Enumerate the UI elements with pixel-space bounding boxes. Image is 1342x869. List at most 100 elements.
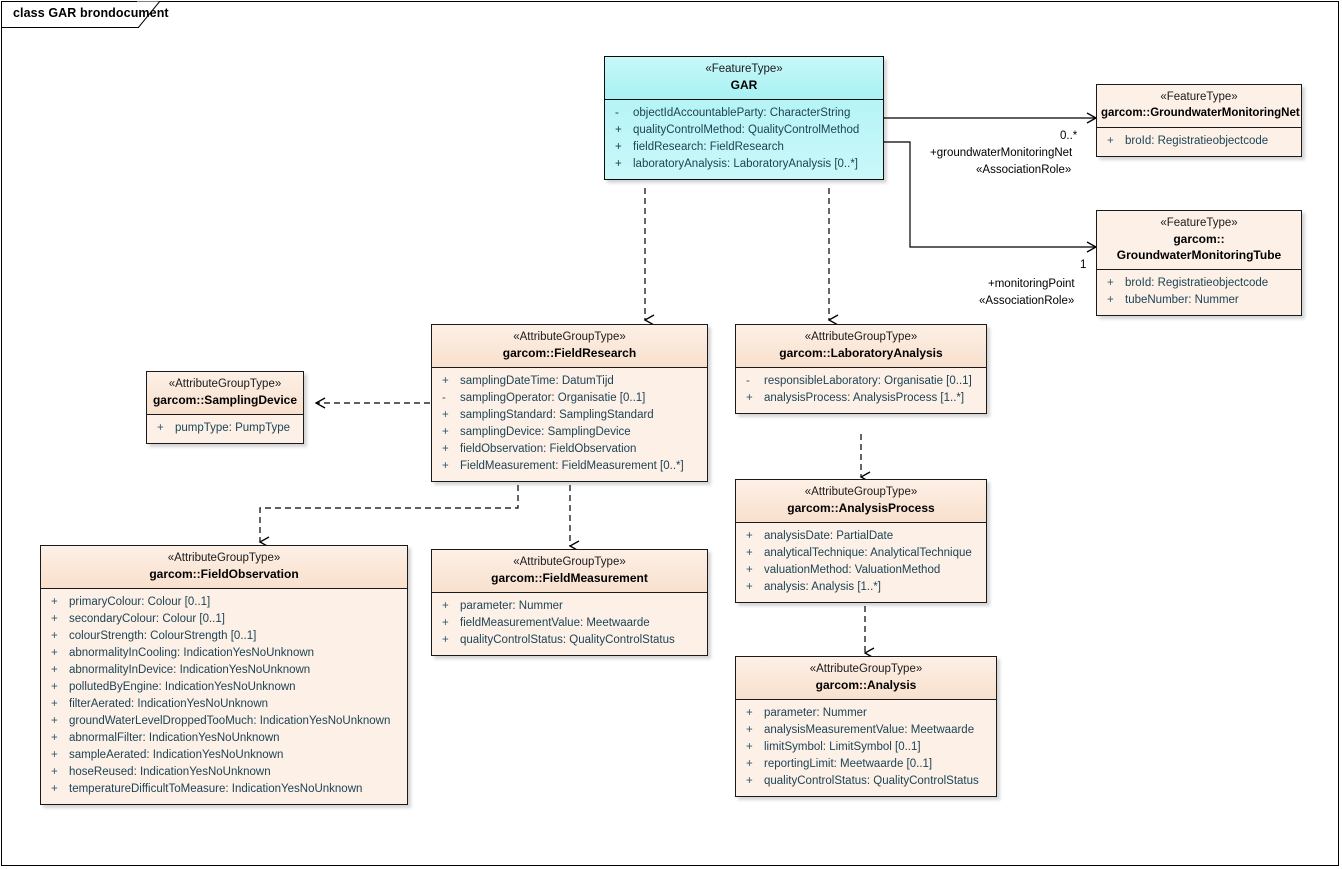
attribute-visibility: + (1107, 135, 1114, 147)
class-name: garcom::GroundwaterMonitoringNet (1101, 107, 1300, 119)
attribute-visibility: + (746, 530, 753, 542)
attribute-visibility: + (442, 375, 449, 387)
class-attributes-gar: - objectIdAccountableParty: CharacterStr… (605, 100, 883, 179)
diagram-title-tab: class GAR brondocument (1, 1, 169, 28)
attribute-row: + pumpType: PumpType (149, 420, 301, 437)
attribute-row: + laboratoryAnalysis: LaboratoryAnalysis… (607, 156, 881, 173)
class-box-fieldmeasurement[interactable]: «AttributeGroupType» garcom::FieldMeasur… (431, 549, 708, 656)
class-attributes-fieldmeasurement: + parameter: Nummer + fieldMeasurementVa… (432, 593, 707, 655)
class-stereotype: «AttributeGroupType» (167, 552, 281, 564)
class-attributes-fieldresearch: + samplingDateTime: DatumTijd - sampling… (432, 368, 707, 481)
attribute-visibility: + (51, 630, 58, 642)
class-header-fieldobservation: «AttributeGroupType» garcom::FieldObserv… (41, 546, 407, 589)
attribute-visibility: + (442, 634, 449, 646)
attribute-visibility: + (746, 724, 753, 736)
attribute-visibility: + (746, 775, 753, 787)
attribute-row: + analysisMeasurementValue: Meetwaarde (738, 722, 994, 739)
class-attributes-analysisprocess: + analysisDate: PartialDate + analytical… (736, 523, 986, 602)
attribute-row: + analyticalTechnique: AnalyticalTechniq… (738, 545, 984, 562)
attribute-row: + abnormalityInCooling: IndicationYesNoU… (43, 645, 405, 662)
class-box-groundwatermonitoringnet[interactable]: «FeatureType» garcom::GroundwaterMonitor… (1096, 84, 1302, 157)
attribute-row: + pollutedByEngine: IndicationYesNoUnkno… (43, 679, 405, 696)
attribute-visibility: + (51, 596, 58, 608)
attribute-signature: reportingLimit: Meetwaarde [0..1] (764, 758, 933, 770)
class-name: GAR (730, 78, 758, 92)
attribute-signature: limitSymbol: LimitSymbol [0..1] (764, 741, 921, 753)
class-stereotype: «AttributeGroupType» (513, 556, 626, 568)
class-header-fieldresearch: «AttributeGroupType» garcom::FieldResear… (432, 325, 707, 368)
attribute-signature: pumpType: PumpType (175, 422, 291, 434)
attribute-row: - responsibleLaboratory: Organisatie [0.… (738, 373, 984, 390)
attribute-row: + broId: Registratieobjectcode (1099, 133, 1299, 150)
class-box-groundwatermonitoringtube[interactable]: «FeatureType» garcom:: GroundwaterMonito… (1096, 210, 1302, 316)
attribute-visibility: + (746, 581, 753, 593)
class-box-fieldobservation[interactable]: «AttributeGroupType» garcom::FieldObserv… (40, 545, 408, 805)
class-header-gar: «FeatureType» GAR (605, 57, 883, 100)
attribute-row: + limitSymbol: LimitSymbol [0..1] (738, 739, 994, 756)
attribute-row: + colourStrength: ColourStrength [0..1] (43, 628, 405, 645)
attribute-visibility: + (51, 613, 58, 625)
class-name-line1: garcom:: (1173, 232, 1225, 246)
attribute-signature: secondaryColour: Colour [0..1] (69, 613, 225, 625)
attribute-row: + secondaryColour: Colour [0..1] (43, 611, 405, 628)
attribute-signature: groundWaterLevelDroppedTooMuch: Indicati… (69, 715, 391, 727)
attribute-visibility: + (746, 547, 753, 559)
class-header-analysis: «AttributeGroupType» garcom::Analysis (736, 657, 996, 700)
class-header-analysisprocess: «AttributeGroupType» garcom::AnalysisPro… (736, 480, 986, 523)
class-box-laboratoryanalysis[interactable]: «AttributeGroupType» garcom::LaboratoryA… (735, 324, 987, 414)
edge-role-gwmn: +groundwaterMonitoringNet (930, 147, 1073, 159)
attribute-visibility: + (746, 741, 753, 753)
attribute-row: + groundWaterLevelDroppedTooMuch: Indica… (43, 713, 405, 730)
class-box-samplingdevice[interactable]: «AttributeGroupType» garcom::SamplingDev… (146, 371, 304, 444)
attribute-signature: broId: Registratieobjectcode (1125, 277, 1269, 289)
attribute-signature: analyticalTechnique: AnalyticalTechnique (764, 547, 972, 559)
attribute-visibility: + (442, 617, 449, 629)
title-tab-underline (1, 27, 139, 28)
attribute-row: + abnormalFilter: IndicationYesNoUnknown (43, 730, 405, 747)
attribute-visibility: + (442, 600, 449, 612)
edge-stereotype-gwmn: «AssociationRole» (976, 164, 1072, 176)
attribute-row: + abnormalityInDevice: IndicationYesNoUn… (43, 662, 405, 679)
class-header-samplingdevice: «AttributeGroupType» garcom::SamplingDev… (147, 372, 303, 415)
class-header-groundwatermonitoringtube: «FeatureType» garcom:: GroundwaterMonito… (1097, 211, 1301, 270)
attribute-signature: abnormalityInDevice: IndicationYesNoUnkn… (69, 664, 311, 676)
attribute-visibility: + (442, 443, 449, 455)
edge-multiplicity-gwmn: 0..* (1060, 130, 1078, 142)
class-name: garcom::FieldMeasurement (491, 571, 648, 585)
attribute-signature: analysisProcess: AnalysisProcess [1..*] (764, 392, 965, 404)
diagram-title: class GAR brondocument (13, 6, 169, 20)
attribute-row: + filterAerated: IndicationYesNoUnknown (43, 696, 405, 713)
class-box-fieldresearch[interactable]: «AttributeGroupType» garcom::FieldResear… (431, 324, 708, 482)
attribute-row: + valuationMethod: ValuationMethod (738, 562, 984, 579)
attribute-row: + qualityControlStatus: QualityControlSt… (738, 773, 994, 790)
attribute-row: + qualityControlMethod: QualityControlMe… (607, 122, 881, 139)
class-header-groundwatermonitoringnet: «FeatureType» garcom::GroundwaterMonitor… (1097, 85, 1301, 128)
class-name: garcom::SamplingDevice (152, 393, 298, 407)
class-box-analysisprocess[interactable]: «AttributeGroupType» garcom::AnalysisPro… (735, 479, 987, 603)
attribute-visibility: + (746, 707, 753, 719)
edge-stereotype-gwmt: «AssociationRole» (979, 295, 1075, 307)
attribute-row: + samplingDevice: SamplingDevice (434, 424, 705, 441)
attribute-row: + reportingLimit: Meetwaarde [0..1] (738, 756, 994, 773)
class-box-gar[interactable]: «FeatureType» GAR - objectIdAccountableP… (604, 56, 884, 180)
attribute-signature: FieldMeasurement: FieldMeasurement [0..*… (460, 460, 684, 472)
attribute-signature: parameter: Nummer (764, 707, 867, 719)
attribute-visibility: + (746, 392, 753, 404)
attribute-signature: fieldObservation: FieldObservation (460, 443, 637, 455)
title-tab-shape (1, 1, 161, 28)
attribute-row: + analysis: Analysis [1..*] (738, 579, 984, 596)
attribute-row: + samplingDateTime: DatumTijd (434, 373, 705, 390)
attribute-signature: pollutedByEngine: IndicationYesNoUnknown (69, 681, 296, 693)
attribute-signature: analysis: Analysis [1..*] (764, 581, 881, 593)
edge-multiplicity-gwmt: 1 (1080, 259, 1087, 271)
class-box-analysis[interactable]: «AttributeGroupType» garcom::Analysis + … (735, 656, 997, 797)
attribute-signature: broId: Registratieobjectcode (1125, 135, 1269, 147)
class-stereotype: «FeatureType» (1160, 217, 1238, 229)
attribute-visibility: + (51, 766, 58, 778)
attribute-row: + sampleAerated: IndicationYesNoUnknown (43, 747, 405, 764)
class-stereotype: «AttributeGroupType» (804, 331, 918, 343)
attribute-signature: abnormalityInCooling: IndicationYesNoUnk… (69, 647, 315, 659)
attribute-row: + fieldResearch: FieldResearch (607, 139, 881, 156)
